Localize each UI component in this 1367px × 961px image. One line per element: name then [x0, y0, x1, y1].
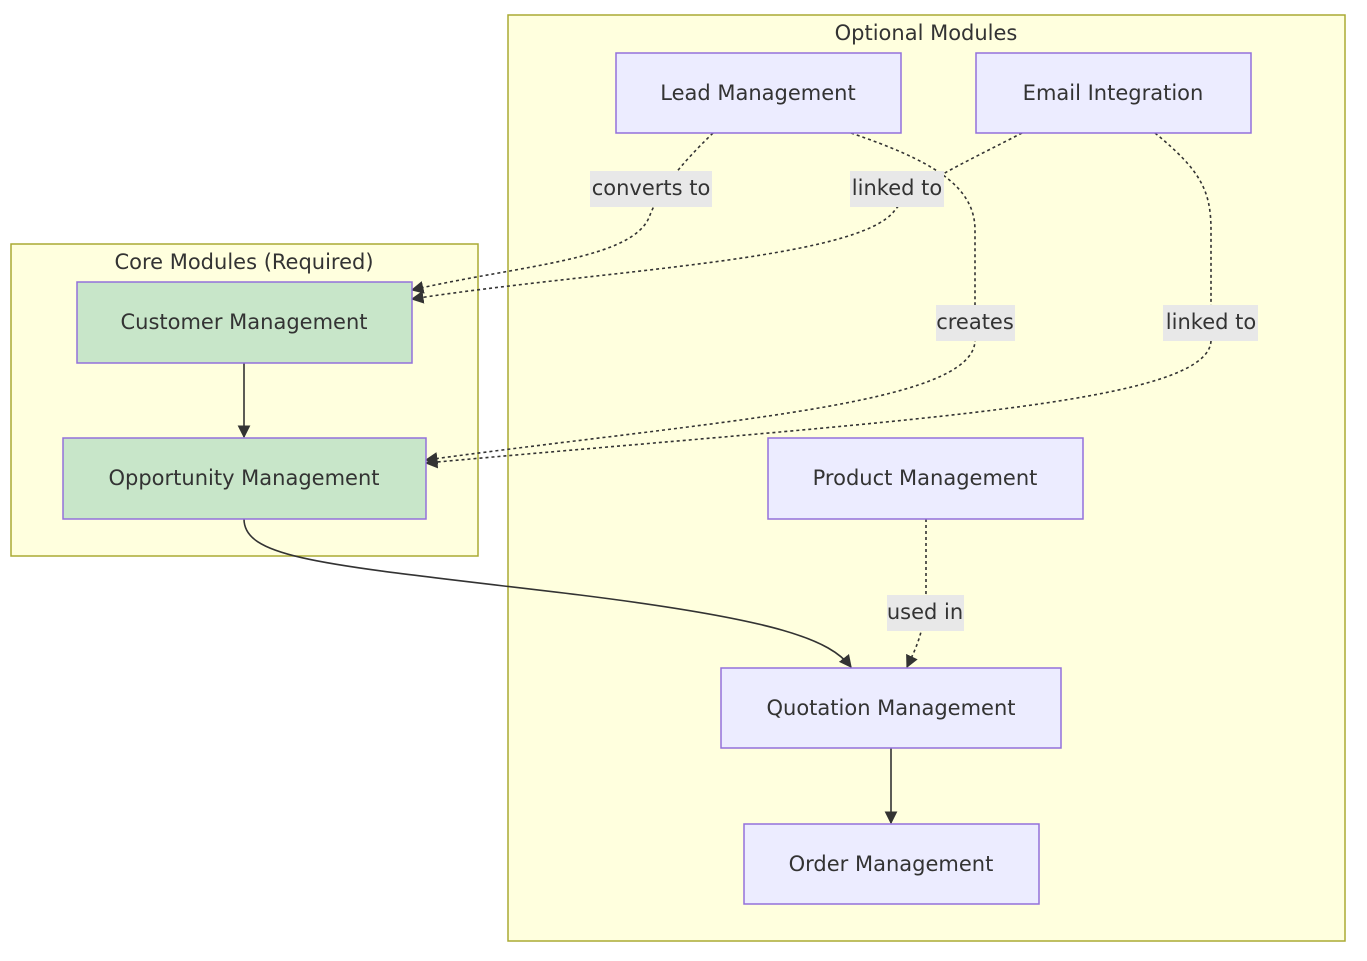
node-quotation-management[interactable]: Quotation Management	[720, 667, 1062, 749]
edge-label-used-in: used in	[887, 595, 964, 631]
svg-text:Order Management: Order Management	[789, 852, 994, 876]
node-order-management[interactable]: Order Management	[743, 823, 1040, 905]
node-opportunity-management[interactable]: Opportunity Management	[62, 437, 427, 520]
svg-text:Quotation Management: Quotation Management	[766, 696, 1015, 720]
node-email-integration[interactable]: Email Integration	[975, 52, 1252, 134]
svg-text:Email Integration: Email Integration	[1023, 81, 1204, 105]
edge-lead-to-customer	[410, 132, 714, 294]
svg-text:Product Management: Product Management	[813, 466, 1038, 490]
edge-label-linked-to-customer: linked to	[850, 171, 944, 207]
cluster-optional-title: Optional Modules	[835, 21, 1018, 45]
edge-email-to-opportunity	[424, 132, 1212, 469]
node-customer-management[interactable]: Customer Management	[76, 281, 413, 364]
svg-text:used in: used in	[887, 600, 963, 624]
node-product-management[interactable]: Product Management	[767, 437, 1084, 520]
cluster-core-title: Core Modules (Required)	[114, 250, 373, 274]
edge-label-creates: creates	[936, 305, 1015, 341]
edge-lead-to-opportunity	[424, 132, 976, 465]
svg-text:Opportunity Management: Opportunity Management	[108, 466, 379, 490]
node-lead-management[interactable]: Lead Management	[615, 52, 902, 134]
svg-text:converts to: converts to	[592, 176, 711, 200]
edge-label-linked-to-opportunity: linked to	[1163, 305, 1258, 341]
edge-label-converts-to: converts to	[590, 171, 712, 207]
svg-text:linked to: linked to	[1166, 310, 1256, 334]
edge-product-to-quotation	[906, 519, 927, 669]
edge-opportunity-to-quotation	[243, 518, 852, 669]
svg-text:linked to: linked to	[852, 176, 942, 200]
svg-text:Customer Management: Customer Management	[120, 310, 367, 334]
svg-text:Lead Management: Lead Management	[660, 81, 855, 105]
svg-text:creates: creates	[936, 310, 1014, 334]
edge-email-to-customer	[410, 132, 1023, 304]
